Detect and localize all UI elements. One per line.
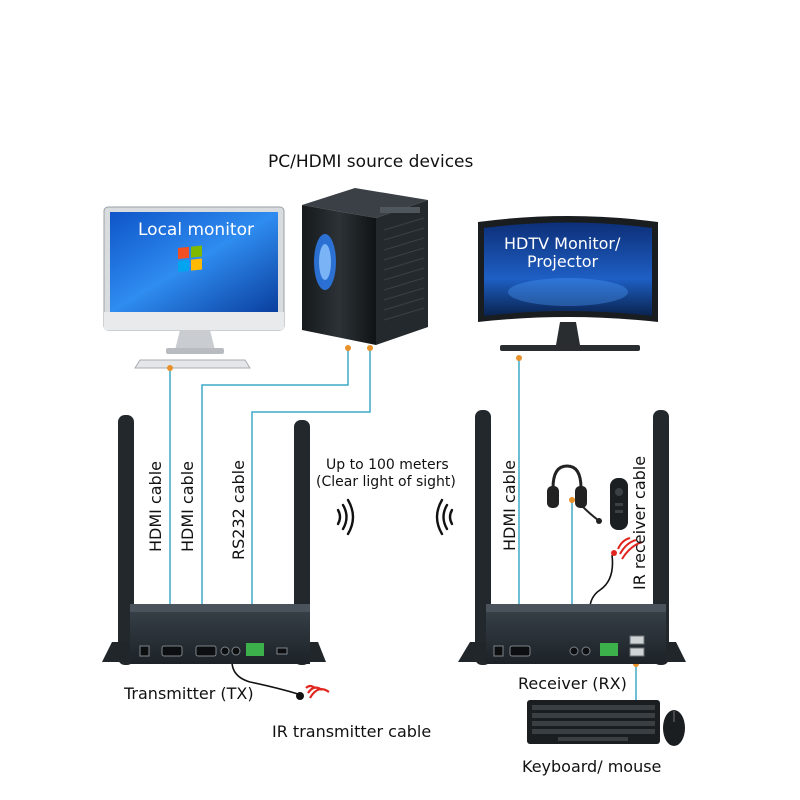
- wireless-signal-icon-left: [435, 498, 454, 536]
- windows-logo-icon: [178, 245, 202, 272]
- connector-dot: [345, 345, 351, 351]
- connector-dot: [367, 345, 373, 351]
- hdmi-cable-source: [201, 348, 349, 612]
- hdmi-cable-label-rx: HDMI cable: [500, 459, 519, 551]
- local-monitor: [103, 206, 285, 369]
- hdtv-monitor: [478, 216, 658, 351]
- terminal-block: [600, 643, 618, 656]
- receiver-box: [458, 410, 686, 665]
- source-devices-label: PC/HDMI source devices: [268, 152, 474, 172]
- rs232-cable: [251, 348, 371, 615]
- terminal-block: [246, 643, 264, 656]
- hdmi-cable-label-2: HDMI cable: [178, 460, 197, 552]
- remote-control-icon: [610, 478, 628, 530]
- pc-tower: [302, 188, 428, 345]
- local-monitor-screen-text: Local monitor: [138, 220, 254, 240]
- headset-icon: [547, 464, 602, 524]
- projector-screen-text: Projector: [527, 252, 599, 271]
- keyboard-mouse-label: Keyboard/ mouse: [522, 757, 662, 776]
- ir-transmitter-icon: [296, 684, 330, 700]
- hdtv-screen-text: HDTV Monitor/: [504, 234, 621, 253]
- transmitter-box: [102, 415, 326, 665]
- connector-dot: [167, 365, 173, 371]
- receiver-label: Receiver (RX): [518, 674, 627, 693]
- keyboard-icon: [527, 700, 660, 744]
- ir-transmitter-cable-label: IR transmitter cable: [272, 722, 432, 741]
- ir-receiver-cable-label: IR receiver cable: [630, 455, 649, 590]
- rs232-cable-label: RS232 cable: [229, 460, 248, 560]
- hdmi-cable-label-1: HDMI cable: [146, 460, 165, 552]
- range-label-line2: (Clear light of sight): [316, 474, 456, 490]
- connector-dot: [569, 497, 575, 503]
- connector-dot: [516, 355, 522, 361]
- ir-receiver-icon: [611, 537, 643, 560]
- wireless-signal-icon-right: [336, 498, 355, 536]
- mouse-icon: [663, 710, 685, 746]
- transmitter-label: Transmitter (TX): [124, 684, 254, 703]
- range-label-line1: Up to 100 meters: [326, 457, 449, 473]
